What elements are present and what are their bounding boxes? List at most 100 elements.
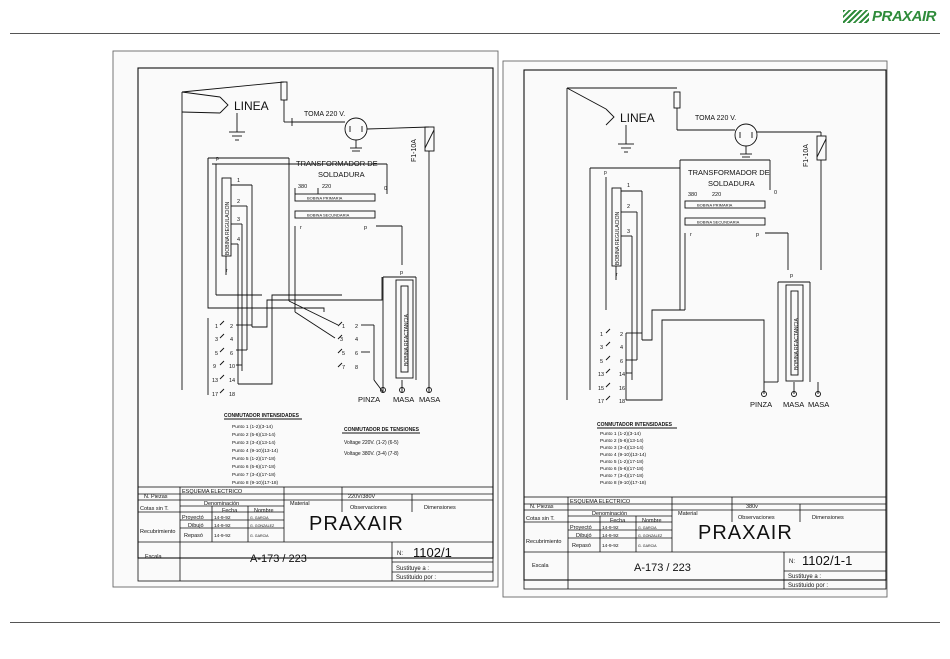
punto-4: Punto 4 (9-10)(13-14) (600, 452, 647, 458)
svg-text:4: 4 (355, 337, 358, 343)
linea-symbol: LINEA (181, 91, 269, 390)
punto-5: Punto 5 (1-2)(17-18) (232, 456, 276, 462)
observaciones-label: Observaciones (738, 515, 775, 521)
schematic-sheet-2: LINEA TOMA 220 V. F1-10A TRANSFORMADOR D… (502, 60, 888, 598)
drawing-number: 1102/1-1 (802, 553, 852, 568)
esquema-label: ESQUEMA ELECTRICO (570, 499, 631, 505)
sustituido-label: Sustituido por : (396, 575, 436, 581)
voltage-label: 380v (746, 504, 758, 510)
fuse-label: F1-10A (803, 144, 810, 167)
svg-text:2: 2 (627, 204, 630, 210)
footer-rule (10, 622, 940, 623)
praxair-wordmark: PRAXAIR (698, 522, 793, 544)
bobina-reactancia-label: BOBINA REACTANCIA (404, 313, 410, 366)
bobina-regulacion: p BOBINA REGULACION 1 2 3 4 r (215, 156, 253, 384)
punto-8: Punto 8 (9-10)(17-18) (232, 480, 279, 486)
n-piezas-label: N. Piezas (144, 494, 168, 500)
fuse: F1-10A (366, 126, 435, 350)
svg-text:r: r (616, 272, 618, 278)
svg-text:13: 13 (598, 372, 604, 378)
punto-7: Punto 7 (3-4)(17-18) (232, 472, 276, 478)
bobina-reactancia-label: BOBINA REACTANCIA (794, 317, 800, 370)
proyecto-fecha: 14-9-92 (214, 515, 231, 521)
punto-6: Punto 6 (5-6)(17-18) (600, 466, 644, 472)
tap-220: 220 (712, 192, 721, 198)
dibujo-label: Dibujó (188, 523, 204, 529)
svg-text:18: 18 (229, 392, 235, 398)
sheet-border (137, 67, 494, 559)
dimensiones-label: Dimensiones (812, 515, 844, 521)
model-number: A-173 / 223 (250, 553, 307, 565)
svg-text:1: 1 (215, 324, 218, 330)
svg-text:7: 7 (342, 365, 345, 371)
svg-text:14: 14 (229, 378, 235, 384)
svg-text:3: 3 (215, 337, 218, 343)
svg-text:4: 4 (620, 345, 623, 351)
svg-text:1: 1 (237, 178, 240, 184)
svg-text:8: 8 (355, 365, 358, 371)
svg-text:5: 5 (215, 351, 218, 357)
fuse: F1-10A (757, 131, 827, 270)
proyecto-nombre: G. GARCIA (638, 526, 657, 530)
svg-text:16: 16 (619, 386, 625, 392)
tap-220: 220 (322, 184, 331, 190)
terminal-masa-2: MASA (419, 395, 440, 404)
voltage-label: 220V/380V (348, 494, 376, 500)
linea-label: LINEA (234, 99, 269, 113)
svg-text:p: p (216, 156, 219, 162)
dibujo-nombre: G. GONZALEZ (250, 524, 275, 528)
recubrimiento-label: Recubrimiento (526, 539, 561, 545)
denominacion-label: Denominación (204, 501, 239, 507)
proyecto-fecha: 14-9-92 (602, 525, 619, 531)
repaso-label: Repasó (184, 533, 203, 539)
punto-7: Punto 7 (3-4)(17-18) (600, 473, 644, 479)
repaso-nombre: G. GARCIA (250, 534, 269, 538)
fecha-label: Fecha (610, 518, 626, 524)
svg-text:4: 4 (230, 337, 233, 343)
svg-text:2: 2 (230, 324, 233, 330)
output-terminals: PINZA MASA MASA (750, 391, 829, 409)
terminal-masa-1: MASA (393, 395, 414, 404)
esquema-label: ESQUEMA ELECTRICO (182, 489, 243, 495)
svg-text:10: 10 (229, 364, 235, 370)
toma-socket: TOMA 220 V. (677, 115, 758, 158)
tabla-tensiones: CONMUTADOR DE TENSIONES Voltage 220V. (1… (342, 427, 420, 457)
svg-text:r: r (690, 232, 692, 238)
punto-1: Punto 1 (1-2)(3-14) (600, 431, 641, 437)
material-label: Material (678, 511, 698, 517)
terminal-masa-2: MASA (808, 400, 829, 409)
praxair-logo-text: PRAXAIR (871, 8, 937, 25)
tabla-intensidades: CONMUTADOR INTENSIDADES Punto 1 (1-2)(3-… (597, 422, 677, 486)
svg-text:17: 17 (212, 392, 218, 398)
dibujo-fecha: 14-9-92 (214, 523, 231, 529)
svg-text:1: 1 (600, 332, 603, 338)
punto-6: Punto 6 (5-6)(17-18) (232, 464, 276, 470)
praxair-wordmark: PRAXAIR (309, 513, 404, 535)
escala-label: Escala (145, 554, 162, 560)
proyecto-nombre: G. GARCIA (250, 516, 269, 520)
observaciones-label: Observaciones (350, 505, 387, 511)
svg-text:p: p (400, 270, 403, 276)
model-number: A-173 / 223 (634, 562, 691, 574)
n-piezas-label: N. Piezas (530, 504, 554, 510)
escala-label: Escala (532, 563, 549, 569)
repaso-label: Repasó (572, 543, 591, 549)
bobina-primaria-label: BOBINA PRIMARIA (307, 196, 343, 201)
dibujo-label: Dibujó (576, 533, 592, 539)
svg-text:3: 3 (340, 337, 343, 343)
bobina-reactancia: p BOBINA REACTANCIA (763, 273, 819, 394)
cotas-label: Cotas sin T. (140, 506, 169, 512)
bobina-reactancia: p BOBINA REACTANCIA (382, 270, 430, 392)
toma-label: TOMA 220 V. (304, 111, 345, 118)
nombre-label: Nombre (254, 508, 274, 514)
praxair-logo: PRAXAIR (842, 8, 937, 25)
bobina-regulacion: p BOBINA REGULACION 1 2 3 r (589, 167, 680, 390)
punto-2: Punto 2 (5-6)(13-14) (232, 432, 276, 438)
dibujo-fecha: 14-9-92 (602, 533, 619, 539)
punto-2: Punto 2 (5-6)(13-14) (600, 438, 644, 444)
svg-text:p: p (604, 170, 607, 176)
svg-text:6: 6 (620, 359, 623, 365)
svg-text:18: 18 (619, 399, 625, 405)
